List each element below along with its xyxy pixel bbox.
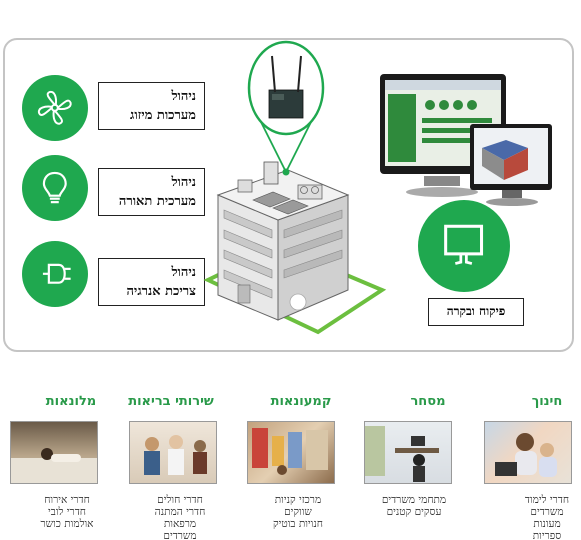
sector-caption-education: חדרי לימוד משרדים מעונות ספריות [514, 494, 580, 540]
sector-caption-line: חדרי המתנה [154, 506, 206, 518]
photo-health [129, 421, 217, 484]
photo-hospitality [10, 421, 98, 484]
energy-label: ניהול צריכת אנרגיה [98, 258, 205, 306]
sector-caption-line: אולמות כושר [40, 518, 94, 530]
sector-caption-line: מרכזי קניות [274, 494, 322, 506]
sector-title-commerce: מסחר [410, 394, 446, 409]
sector-caption-commerce: מתחמי משרדים עסקים קטנים [372, 494, 456, 518]
monitor-icon [444, 225, 484, 266]
sector-caption-line: מתחמי משרדים [381, 494, 447, 506]
monitor-display-illustration [380, 74, 552, 206]
hvac-circle [22, 75, 88, 141]
sector-caption-retail: מרכזי קניות שווקים חנויות בוטיק [258, 494, 338, 530]
sector-caption-line: חדרי לימוד [524, 494, 570, 506]
lighting-label-line1: ניהול [171, 175, 196, 190]
sector-caption-line: משרדים [530, 506, 564, 518]
lighting-label-line2: מערכית תאורה [118, 194, 196, 209]
sector-caption-line: ספריות [532, 530, 562, 540]
energy-label-line2: צריכת אנרגיה [126, 284, 196, 299]
sector-caption-line: חדרי לובי [48, 506, 86, 518]
sector-title-retail: קמעונאות [270, 394, 332, 409]
sector-caption-line: חדרי חולים [157, 494, 203, 506]
control-label: פיקוח ובקרה [428, 298, 524, 326]
sector-caption-line: מרפאות [163, 518, 197, 530]
sector-caption-line: חנויות בוטיק [273, 518, 323, 530]
energy-label-line1: ניהול [171, 265, 196, 280]
sector-title-health: שירותי בריאות [128, 394, 214, 409]
lighting-circle [22, 155, 88, 221]
hvac-label: ניהול מערכות מיזוג [98, 82, 205, 130]
sector-title-hospitality: מלונאות [45, 394, 97, 409]
photo-retail [247, 421, 335, 484]
plug-icon [43, 264, 71, 284]
energy-circle [22, 241, 88, 307]
photo-education [484, 421, 572, 484]
sector-caption-hospitality: חדרי אירוח חדרי לובי אולמות כושר [24, 494, 110, 530]
sector-caption-line: חדרי אירוח [44, 494, 90, 506]
sector-caption-line: משרדים [163, 530, 197, 540]
fan-icon [38, 91, 72, 125]
sector-caption-line: שווקים [284, 506, 312, 518]
building-illustration [203, 40, 387, 335]
lightbulb-icon [43, 172, 67, 204]
sector-title-education: חינוך [531, 394, 563, 409]
sector-caption-health: חדרי חולים חדרי המתנה מרפאות משרדים [140, 494, 220, 540]
control-circle [418, 200, 510, 292]
hvac-label-line2: מערכות מיזוג [130, 108, 196, 123]
hvac-label-line1: ניהול [171, 89, 196, 104]
sector-caption-line: מעונות [533, 518, 561, 530]
sector-caption-line: עסקים קטנים [386, 506, 442, 518]
photo-commerce [364, 421, 452, 484]
lighting-label: ניהול מערכית תאורה [98, 168, 205, 216]
